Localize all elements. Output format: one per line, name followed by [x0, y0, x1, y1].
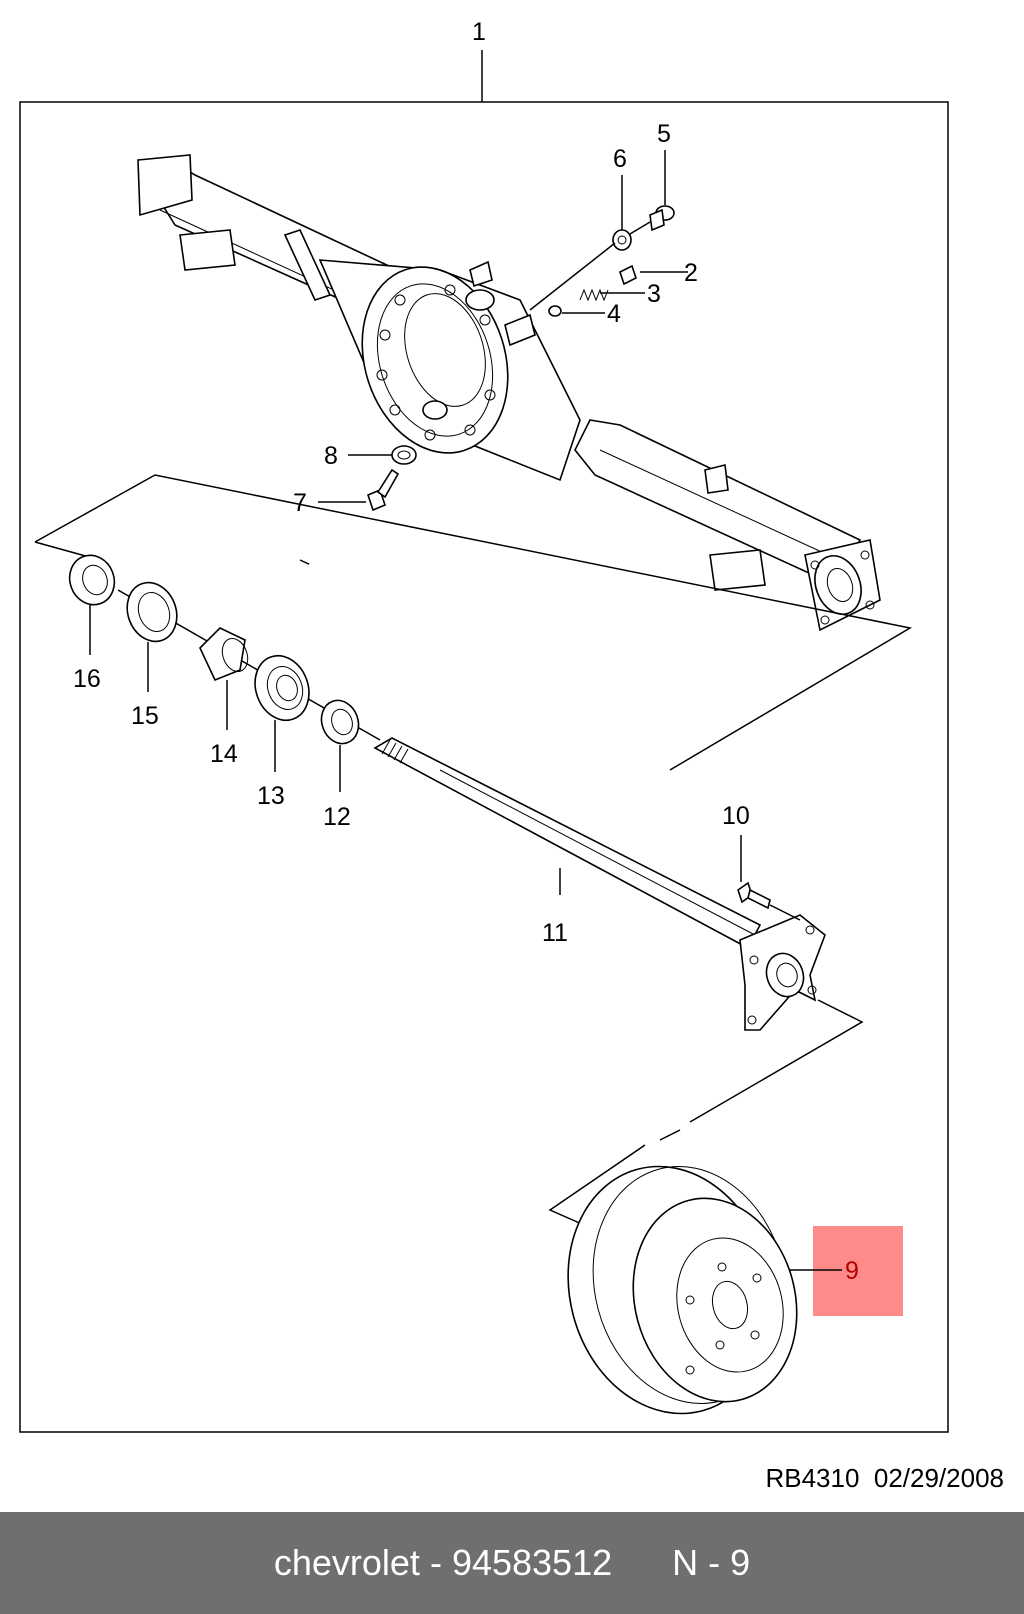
callout-9: 9 — [845, 1257, 859, 1285]
part-14-spacer — [199, 627, 249, 682]
callout-14: 14 — [210, 740, 238, 768]
callout-8: 8 — [324, 442, 338, 470]
footer-separator: - — [419, 1542, 452, 1583]
footer-gap — [612, 1542, 672, 1584]
diagram-reference-code: RB4310 02/29/2008 — [765, 1463, 1004, 1493]
explode-outline-lower — [689, 999, 864, 1123]
callout-16: 16 — [73, 665, 101, 693]
part-5-drain-plug — [649, 205, 675, 232]
callout-12: 12 — [323, 803, 351, 831]
footer-brand: chevrolet — [273, 1542, 420, 1583]
part-11-axle-shaft — [373, 737, 826, 1031]
callout-5: 5 — [657, 120, 671, 148]
callout-10: 10 — [722, 802, 750, 830]
highlight-box-9 — [813, 1226, 903, 1316]
part-8-washer — [391, 445, 417, 465]
callout-7: 7 — [293, 489, 307, 517]
part-10-bolt — [737, 881, 771, 910]
callout-3: 3 — [647, 280, 661, 308]
part-4-pin — [548, 305, 562, 317]
explode-outline-upper — [34, 474, 913, 771]
exploded-parts-diagram: 1 2 3 4 5 6 7 8 9 10 11 12 13 14 15 16 — [19, 18, 949, 1433]
part-9-brake-drum — [567, 1165, 798, 1415]
footer-part-number: 94583512 — [451, 1542, 613, 1583]
footer-position: N - 9 — [672, 1542, 751, 1583]
callout-1: 1 — [472, 18, 486, 46]
callout-11: 11 — [542, 919, 568, 947]
part-6-washer — [612, 229, 632, 251]
axle-housing — [137, 154, 881, 632]
part-16-seal — [68, 554, 116, 606]
callout-4: 4 — [607, 300, 621, 328]
part-12-seal — [320, 699, 360, 745]
part-3-spring — [579, 288, 609, 302]
callout-6: 6 — [613, 145, 627, 173]
part-15-seal — [126, 581, 178, 643]
part-7-bolt — [367, 468, 400, 512]
part-2-plug — [619, 264, 637, 286]
assembly-frame — [19, 101, 949, 1433]
callout-2: 2 — [684, 259, 698, 287]
callout-13: 13 — [257, 782, 285, 810]
part-13-bearing — [254, 654, 310, 722]
callout-15: 15 — [131, 702, 159, 730]
footer-bar: chevrolet - 94583512 N - 9 — [0, 1512, 1024, 1614]
